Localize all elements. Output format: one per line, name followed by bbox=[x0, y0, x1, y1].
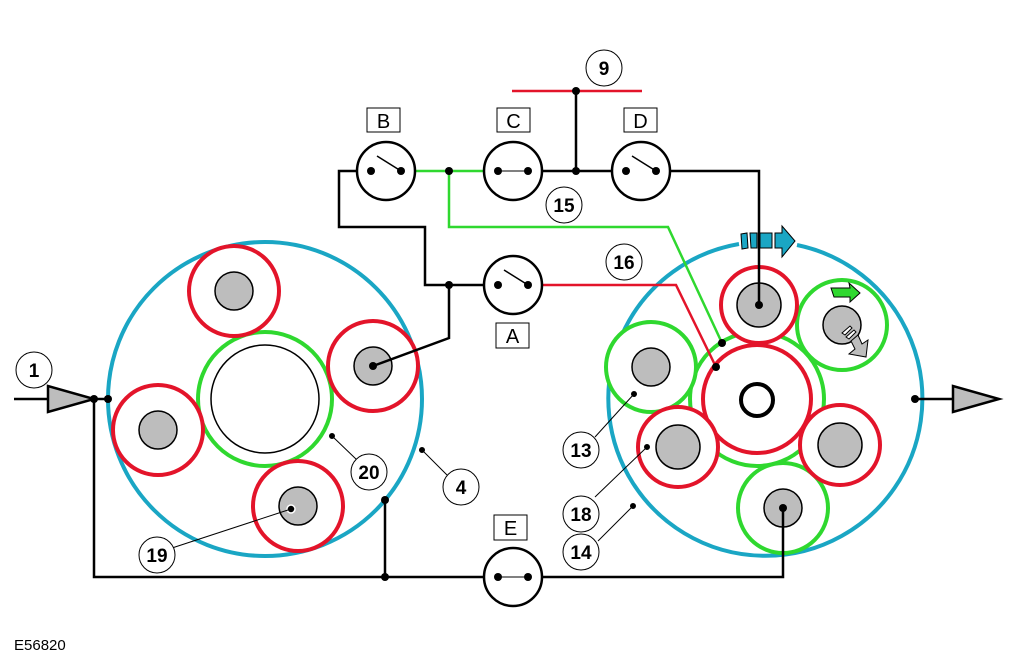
output-triangle-right-icon bbox=[951, 384, 1004, 414]
input-triangle-right-icon bbox=[46, 384, 99, 414]
left-planet-bottom bbox=[251, 459, 345, 553]
svg-text:15: 15 bbox=[553, 196, 575, 217]
callout-19: 19 bbox=[138, 536, 176, 574]
figure-id: E56820 bbox=[14, 637, 66, 654]
svg-text:19: 19 bbox=[146, 546, 167, 567]
svg-text:16: 16 bbox=[613, 253, 634, 274]
callout-13: 13 bbox=[562, 431, 600, 469]
gray-down-arrow-icon bbox=[841, 325, 869, 358]
svg-text:4: 4 bbox=[456, 478, 467, 499]
callout-4: 4 bbox=[442, 468, 480, 506]
right-gearset bbox=[604, 224, 925, 558]
right-planet-red-left bbox=[636, 405, 720, 489]
switch-d-label: D bbox=[633, 111, 647, 133]
callout-1: 1 bbox=[15, 351, 53, 389]
switch-a-label: A bbox=[506, 326, 520, 348]
left-sun-gear bbox=[196, 330, 334, 468]
callout-14: 14 bbox=[562, 533, 600, 571]
callout-15: 15 bbox=[545, 186, 583, 224]
svg-text:20: 20 bbox=[358, 463, 379, 484]
svg-text:13: 13 bbox=[570, 441, 591, 462]
callout-16: 16 bbox=[605, 243, 643, 281]
left-planet-left bbox=[111, 383, 205, 477]
left-sun-shaft bbox=[210, 344, 320, 454]
red-wiring bbox=[528, 283, 718, 368]
svg-text:18: 18 bbox=[570, 505, 591, 526]
switch-b-label: B bbox=[377, 111, 390, 133]
switch-c-label: C bbox=[506, 111, 520, 133]
left-planet-top bbox=[187, 244, 281, 338]
blue-arrow-icon bbox=[740, 224, 796, 259]
callout-9: 9 bbox=[585, 49, 623, 87]
right-planet-green-left bbox=[604, 320, 698, 414]
callout-20: 20 bbox=[350, 453, 388, 491]
switch-a: A bbox=[482, 254, 544, 349]
switch-c: C bbox=[482, 107, 544, 202]
svg-text:14: 14 bbox=[570, 543, 592, 564]
switch-b: B bbox=[355, 107, 417, 202]
green-arrow-icon bbox=[830, 281, 861, 304]
right-planet-red-right bbox=[798, 403, 882, 487]
svg-text:1: 1 bbox=[29, 361, 40, 382]
switch-d: D bbox=[610, 107, 672, 202]
callout-18: 18 bbox=[562, 495, 600, 533]
svg-text:9: 9 bbox=[599, 59, 610, 80]
right-sun-shaft bbox=[739, 382, 775, 418]
switch-e: E bbox=[482, 514, 544, 608]
left-gearset bbox=[106, 240, 424, 558]
callout-leaders bbox=[171, 391, 650, 549]
switch-e-label: E bbox=[504, 518, 517, 540]
